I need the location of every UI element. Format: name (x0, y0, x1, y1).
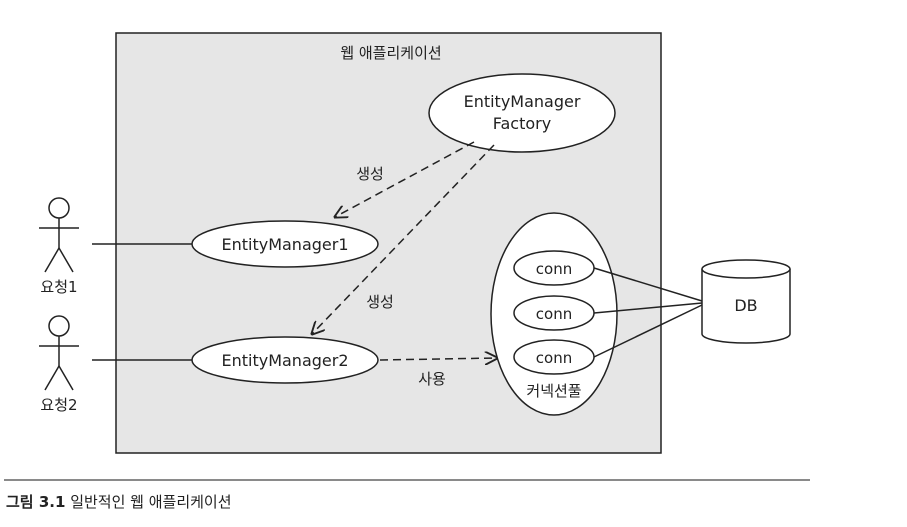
use-label: 사용 (418, 370, 446, 388)
actor-1-figure (39, 197, 79, 273)
connection-pool-label: 커넥션풀 (526, 382, 581, 400)
entity-manager-2-label: EntityManager2 (221, 351, 348, 370)
figure-number: 그림 3.1 (6, 493, 66, 511)
actor-1-label: 요청1 (40, 278, 77, 296)
entity-manager-1-label: EntityManager1 (221, 235, 348, 254)
connection-1-label: conn (536, 260, 572, 278)
actor-2-label: 요청2 (40, 396, 77, 414)
connection-2-label: conn (536, 305, 572, 323)
factory-label-line2: Factory (493, 114, 551, 133)
container-title: 웹 애플리케이션 (340, 44, 441, 62)
db-link-1 (593, 267, 703, 302)
db-link-3 (593, 304, 703, 358)
figure-caption-text: 일반적인 웹 애플리케이션 (70, 493, 232, 511)
connection-3-label: conn (536, 349, 572, 367)
create-arrow-1 (335, 141, 475, 217)
db-label: DB (734, 296, 757, 315)
figure-caption: 그림 3.1 일반적인 웹 애플리케이션 (6, 491, 232, 512)
create-label-1: 생성 (356, 165, 384, 183)
factory-label-line1: EntityManager (464, 92, 581, 111)
entity-manager-factory-node (428, 73, 616, 153)
db-link-2 (593, 302, 703, 314)
use-arrow (379, 358, 497, 360)
create-arrow-2 (312, 144, 495, 334)
database-cylinder (701, 259, 791, 344)
create-label-2: 생성 (366, 293, 394, 311)
actor-2-figure (39, 315, 79, 391)
